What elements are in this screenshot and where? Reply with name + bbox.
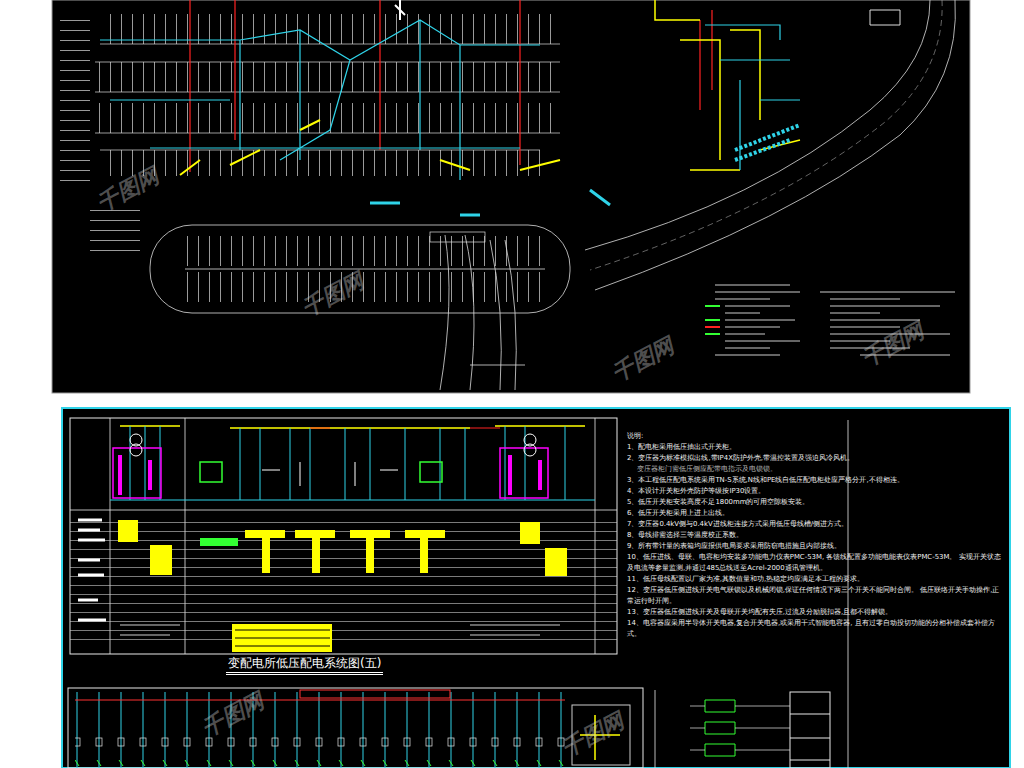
- system-panel-stroke: [350, 530, 390, 538]
- system-panel-stroke: [75, 692, 565, 768]
- plan-panel-stroke: [95, 62, 560, 92]
- system-panel-stroke: [150, 545, 172, 575]
- notes-heading: 说明:: [627, 431, 1001, 442]
- system-panel-stroke: [120, 625, 560, 635]
- plan-panel-stroke: [150, 225, 570, 313]
- plan-panel: [52, 0, 970, 393]
- system-panel-stroke: [312, 538, 320, 573]
- system-panel-stroke: [75, 699, 565, 700]
- plan-panel-stroke: [430, 232, 485, 242]
- system-panel-stroke: [62, 408, 1010, 768]
- plan-panel-stroke: [370, 190, 610, 215]
- system-panel-stroke: [705, 700, 735, 756]
- system-panel-stroke: [295, 530, 335, 538]
- system-panel-stroke: [420, 462, 442, 482]
- note-item: 14、电容器应采用半导体开关电器,复合开关电器,或采用干式智能电容器, 且有过零…: [627, 618, 1001, 640]
- system-panel-stroke: [118, 520, 138, 542]
- system-panel-stroke: [262, 538, 270, 573]
- note-item: 9、所有带计量的表箱均应报供电局要求采用防窃电措施且内部接线。: [627, 541, 1001, 552]
- note-item: 11、低压母线配置以厂家为准,其数值量和功,热稳定均应满足本工程的要求。: [627, 574, 1001, 585]
- note-item: 7、变压器0.4kV侧与0.4kV进线柜连接方式采用低压母线槽/侧进方式。: [627, 519, 1001, 530]
- system-panel-stroke: [232, 624, 332, 652]
- system-panel-stroke: [790, 714, 830, 760]
- note-item: 6、低压开关柜采用上进上出线。: [627, 508, 1001, 519]
- system-panel-stroke: [520, 522, 540, 544]
- note-item: 1、配电柜采用低压抽出式开关柜。: [627, 442, 1001, 453]
- plan-panel-stroke: [100, 150, 540, 151]
- system-panel-stroke: [130, 444, 142, 456]
- plan-panel-stroke: [60, 20, 90, 190]
- plan-panel-stroke: [705, 326, 720, 328]
- note-item: 变压器柜门需低压侧应配带电指示及电锁锁。: [627, 464, 1001, 475]
- system-panel-stroke: [366, 538, 374, 573]
- plan-panel-stroke: [870, 10, 900, 25]
- system-panel-stroke: [245, 530, 285, 538]
- system-panel-stroke: [235, 630, 330, 646]
- system-panel-stroke: [420, 538, 428, 573]
- system-panel-stroke: [200, 462, 222, 482]
- plan-panel-stroke: [95, 133, 560, 134]
- plan-panel-stroke: [95, 62, 560, 92]
- notes-block: 说明:1、配电柜采用低压抽出式开关柜。2、变压器为标准模拟出线,带IP4X防护外…: [627, 431, 1001, 640]
- system-panel-stroke: [70, 418, 617, 654]
- plan-panel-stroke: [185, 269, 545, 270]
- system-panel-stroke: [120, 455, 540, 495]
- system-panel-stroke: [110, 500, 595, 501]
- plan-panel-stroke: [100, 150, 540, 176]
- note-item: 2、变压器为标准模拟出线,带IP4X防护外壳,带温控装置及强迫风冷风机。: [627, 453, 1001, 464]
- plan-panel-stroke: [585, 0, 930, 250]
- system-panel-stroke: [310, 428, 500, 429]
- system-panel-stroke: [68, 688, 643, 768]
- plan-panel-stroke: [190, 0, 712, 172]
- system-panel-stroke: [690, 706, 790, 750]
- system-panel-stroke: [405, 530, 445, 538]
- system-panel-stroke: [262, 462, 398, 486]
- note-item: 4、本设计开关柜外壳防护等级按IP30设置。: [627, 486, 1001, 497]
- plan-panel-stroke: [655, 0, 800, 170]
- note-item: 13、变压器低压侧进线开关及母联开关均配有失压,过流及分励脱扣器,且都不得解锁。: [627, 607, 1001, 618]
- system-panel-stroke: [200, 538, 238, 546]
- system-panel-stroke: [524, 444, 536, 456]
- note-item: 5、低压开关柜安装高度不足1800mm的可用空隙板安装。: [627, 497, 1001, 508]
- system-panel-stroke: [78, 520, 106, 620]
- system-panel-stroke: [120, 426, 585, 428]
- note-item: 8、母线排需选择三等温度校正系数。: [627, 530, 1001, 541]
- system-panel-stroke: [130, 426, 565, 500]
- plan-panel-stroke: [95, 103, 560, 133]
- drawing-title: 变配电所低压配电系统图(五): [226, 656, 383, 675]
- plan-panel-stroke: [595, 0, 955, 290]
- note-item: 3、本工程低压配电系统采用TN-S系统,N线和PE线自低压配电柜处应严格分开,不…: [627, 475, 1001, 486]
- plan-panel-stroke: [395, 0, 405, 20]
- plan-panel-stroke: [735, 125, 800, 160]
- note-item: 12、变压器低压侧进线开关电气联锁以及机械闭锁,保证任何情况下两三个开关不能同时…: [627, 585, 1001, 607]
- system-panel-stroke: [545, 548, 567, 576]
- note-item: 10、低压进线、母联、电容柜均安装多功能电力仪表PMC-53M, 各馈线配置多功…: [627, 552, 1001, 574]
- plan-panel-stroke: [590, 0, 942, 270]
- system-panel: [62, 408, 1010, 768]
- plan-panel-stroke: [52, 0, 970, 393]
- plan-panel-stroke: [705, 306, 720, 334]
- system-panel-stroke: [70, 418, 617, 654]
- system-panel-stroke: [70, 514, 617, 640]
- system-panel-stroke: [300, 690, 450, 698]
- plan-panel-stroke: [185, 236, 545, 266]
- plan-panel-stroke: [100, 20, 540, 180]
- plan-panel-stroke: [705, 25, 800, 170]
- plan-panel-stroke: [180, 120, 560, 175]
- plan-panel-stroke: [440, 235, 525, 390]
- null-stroke-stroke: [715, 285, 800, 355]
- plan-panel-stroke: [100, 44, 560, 45]
- system-panel-stroke: [790, 692, 830, 768]
